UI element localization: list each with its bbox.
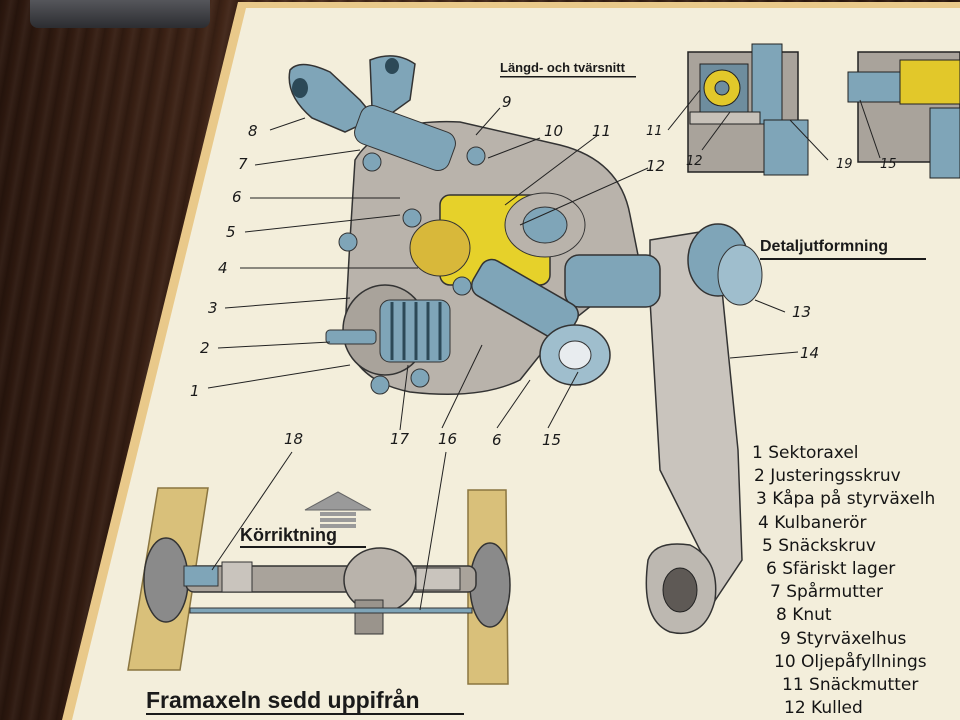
callout-15: 15 [542,431,562,449]
section-view-heading: Längd- och tvärsnitt [500,60,625,75]
legend-item: 9 Styrväxelhus [780,628,907,649]
callout-3: 3 [208,299,218,317]
callout-12: 12 [646,157,666,175]
section-view-leader-lines [667,89,881,161]
section-callout-11: 11 [646,124,663,139]
legend-item: 1 Sektoraxel [752,443,859,463]
steering-gear-leader-lines [207,107,799,431]
callout-10: 10 [544,122,564,140]
callout-9: 9 [502,93,512,111]
front-axle-illustration [127,487,511,685]
callout-1: 1 [190,382,200,400]
legend-item: 12 Kulled [784,698,863,719]
callout-6: 6 [232,188,242,206]
heading-underlines [146,76,926,715]
legend-item: 8 Knut [776,605,832,626]
direction-arrow-icon [304,491,372,528]
detail-heading: Detaljutformning [760,238,888,255]
section-callout-19: 19 [836,157,853,172]
legend-item: 2 Justeringsskruv [754,466,901,487]
front-axle-heading: Framaxeln sedd uppifrån [146,687,420,713]
legend-item: 11 Snäckmutter [782,674,919,695]
bottle-edge [30,0,210,28]
callout-18: 18 [284,430,304,448]
legend-item: 5 Snäckskruv [762,535,876,556]
callout-13: 13 [792,303,812,321]
section-view-illustration [687,43,960,179]
callout-11: 11 [592,122,612,140]
callout-7: 7 [238,155,248,173]
callout-4: 4 [218,259,228,277]
callout-16: 16 [438,430,458,448]
callout-2: 2 [200,339,210,357]
legend-item: 7 Spårmutter [770,582,884,603]
callout-6b: 6 [492,431,502,449]
callout-14: 14 [800,344,820,362]
section-callout-15: 15 [880,157,897,172]
section-callout-12: 12 [686,154,703,169]
callout-17: 17 [390,430,410,448]
callout-8: 8 [248,122,258,140]
legend-item: 10 Oljepåfyllnings [774,651,927,672]
steering-gear-illustration [288,55,763,634]
legend-item: 6 Sfäriskt lager [766,558,896,579]
legend-item: 3 Kåpa på styrväxelh [756,489,936,510]
callout-5: 5 [226,223,236,241]
direction-heading: Körriktning [240,525,337,545]
parts-legend: 1 Sektoraxel 2 Justeringsskruv 3 Kåpa på… [752,442,960,720]
front-axle-leader-lines [211,451,447,611]
legend-item: 4 Kulbanerör [758,512,867,533]
